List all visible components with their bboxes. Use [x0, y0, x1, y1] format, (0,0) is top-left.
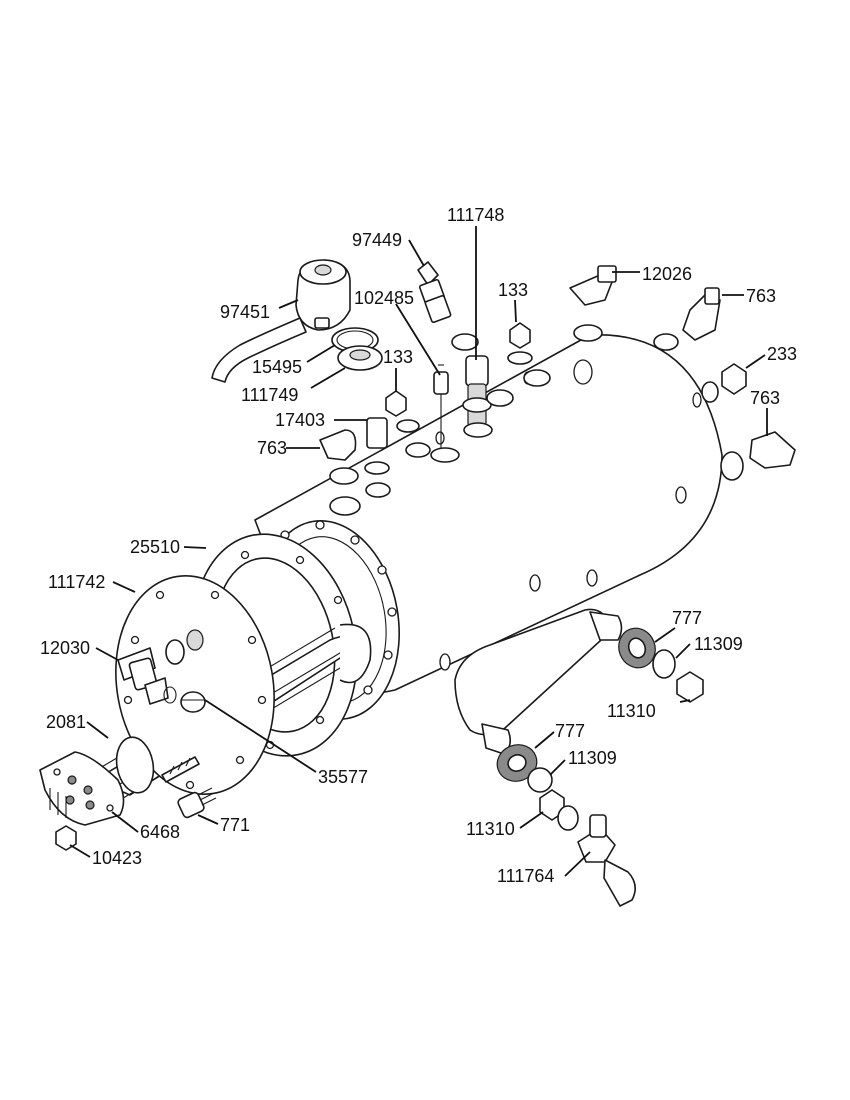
- label-111742: 111742: [48, 572, 105, 592]
- elbow-763-top-right: [653, 287, 721, 351]
- label-777-lower: 777: [555, 721, 585, 741]
- washer-11309-lower: [527, 767, 553, 793]
- label-11309-lower: 11309: [568, 748, 617, 768]
- plug-133-right: [507, 322, 551, 387]
- label-111749: 111749: [241, 385, 298, 405]
- washer-11309-upper: [652, 649, 676, 679]
- label-111764: 111764: [497, 866, 554, 886]
- screw-771: [177, 787, 217, 819]
- stud-screw: [161, 756, 200, 783]
- label-11310-lower: 11310: [466, 819, 515, 839]
- side-tube-assembly: [454, 608, 623, 755]
- leader-lines: [69, 226, 768, 877]
- label-10423: 10423: [92, 848, 142, 868]
- gasket-777-lower: [496, 744, 538, 782]
- label-102485: 102485: [354, 288, 414, 308]
- element-head-6468: [39, 751, 125, 826]
- part-labels: 97449 111748 97451 102485 133 12026 763 …: [40, 205, 797, 886]
- gasket-777-upper: [618, 627, 656, 669]
- label-11310-upper: 11310: [607, 701, 656, 721]
- flange-plate-111742: [115, 575, 275, 795]
- fitting-12030: [117, 647, 169, 705]
- gasket-ring-2081: [115, 736, 155, 794]
- elbow-763-lower-right: [720, 431, 796, 481]
- fitting-17403: [364, 417, 391, 498]
- label-2081: 2081: [46, 712, 86, 732]
- label-11309-upper: 11309: [694, 634, 743, 654]
- label-12026: 12026: [642, 264, 692, 284]
- elbow-763-left: [319, 429, 361, 516]
- label-133-right: 133: [498, 280, 528, 300]
- level-probe-111748: [462, 355, 514, 438]
- valve-111764: [577, 814, 636, 907]
- label-763-lower-right: 763: [750, 388, 780, 408]
- fitting-111749: [337, 345, 383, 371]
- label-17403: 17403: [275, 410, 325, 430]
- nut-11310-upper: [676, 671, 704, 703]
- label-25510: 25510: [130, 537, 180, 557]
- label-35577: 35577: [318, 767, 368, 787]
- label-15495: 15495: [252, 357, 302, 377]
- label-12030: 12030: [40, 638, 90, 658]
- tee-12026: [569, 265, 617, 342]
- label-97451: 97451: [220, 302, 270, 322]
- label-763-left: 763: [257, 438, 287, 458]
- label-133-left: 133: [383, 347, 413, 367]
- plug-133-left: [385, 390, 431, 458]
- label-233: 233: [767, 344, 797, 364]
- label-777-upper: 777: [672, 608, 702, 628]
- valve-97449: [417, 261, 479, 351]
- nut-10423: [55, 825, 77, 851]
- label-6468: 6468: [140, 822, 180, 842]
- label-111748: 111748: [447, 205, 504, 225]
- probe-102485: [430, 364, 460, 463]
- label-97449: 97449: [352, 230, 402, 250]
- nut-233: [701, 363, 747, 403]
- label-763-top-right: 763: [746, 286, 776, 306]
- fitting-35577: [163, 686, 206, 713]
- label-771: 771: [220, 815, 250, 835]
- pressure-switch-97451: [211, 259, 351, 383]
